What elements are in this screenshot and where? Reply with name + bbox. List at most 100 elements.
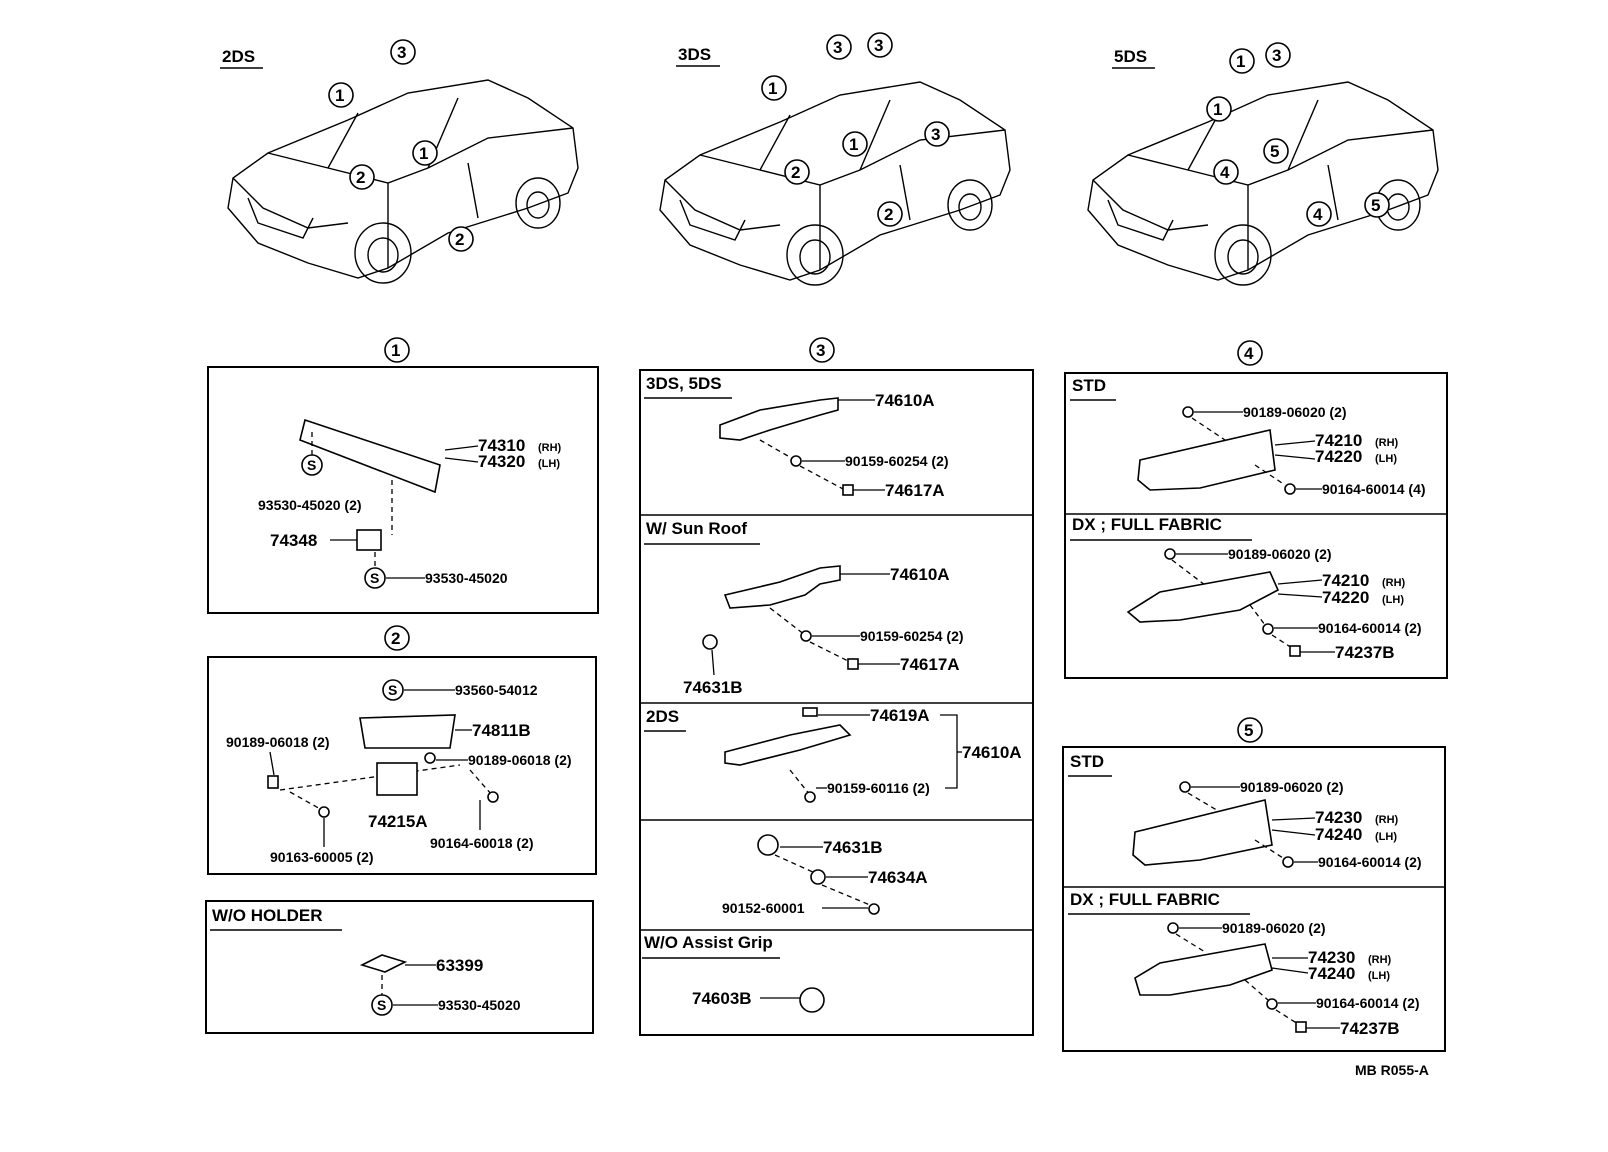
part-74220-a: 74220	[1315, 447, 1362, 466]
part-74230-b: 74230	[1308, 948, 1355, 967]
part-74237b-5: 74237B	[1340, 1019, 1400, 1038]
section-2-door-holder: 2 S 93560-54012 74811B 90189-06018 (2) 7…	[207, 625, 597, 875]
sun-visor-shape	[299, 418, 441, 494]
svg-text:5: 5	[1371, 196, 1380, 215]
svg-text:3: 3	[874, 36, 883, 55]
part-90189-06020-2-4b: 90189-06020 (2)	[1228, 546, 1332, 562]
footer-code: MB R055-A	[1355, 1062, 1429, 1078]
part-74603b: 74603B	[692, 989, 752, 1008]
svg-text:S: S	[377, 997, 386, 1013]
callout-5-5ds-a: 5	[1263, 138, 1289, 164]
section-wo-holder: W/O HOLDER 63399 S 93530-45020	[205, 900, 594, 1034]
header-2ds: 2DS	[646, 707, 679, 726]
part-74811b: 74811B	[472, 721, 531, 740]
svg-text:(RH): (RH)	[1375, 814, 1399, 826]
screw-shape	[487, 791, 499, 803]
section-3-callout: 3	[809, 337, 835, 363]
armrest-shape	[1134, 943, 1273, 996]
section-5-callout: 5	[1237, 717, 1263, 743]
header-dx-4: DX ; FULL FABRIC	[1072, 515, 1222, 534]
part-74631b-d: 74631B	[823, 838, 883, 857]
part-90189-06020-2-5b: 90189-06020 (2)	[1222, 920, 1326, 936]
part-90163-60005-2: 90163-60005 (2)	[270, 849, 374, 865]
callout-1-5ds-b: 1	[1206, 96, 1232, 122]
section-4-armrest-front: 4 STD 90189-06020 (2) 74210 (RH) 74220 (…	[1064, 340, 1448, 679]
svg-text:2: 2	[391, 629, 400, 648]
svg-text:(LH): (LH)	[1382, 594, 1404, 606]
part-90159-60254-2-b: 90159-60254 (2)	[860, 628, 964, 644]
svg-text:5: 5	[1270, 142, 1279, 161]
svg-text:1: 1	[391, 341, 400, 360]
suffix-lh: (LH)	[538, 458, 560, 470]
svg-text:2: 2	[455, 230, 464, 249]
part-63399: 63399	[436, 956, 483, 975]
part-74610a-c: 74610A	[962, 743, 1022, 762]
svg-text:3: 3	[833, 38, 842, 57]
callout-2-2ds-a: 2	[349, 164, 375, 190]
pocket-shape	[359, 714, 456, 749]
part-74220-b: 74220	[1322, 588, 1369, 607]
screw-shape	[318, 806, 330, 818]
part-74230-a: 74230	[1315, 808, 1362, 827]
part-90189-06018-2-left: 90189-06018 (2)	[226, 734, 330, 750]
part-90189-06020-2-4a: 90189-06020 (2)	[1243, 404, 1347, 420]
view-3ds-label: 3DS	[678, 45, 711, 64]
callout-3-3ds-a: 3	[826, 34, 852, 60]
part-93530-45020-2: 93530-45020 (2)	[258, 497, 362, 513]
callout-2-3ds-a: 2	[784, 159, 810, 185]
part-74215a: 74215A	[368, 812, 428, 831]
svg-text:S: S	[370, 570, 379, 586]
svg-text:(RH): (RH)	[1368, 954, 1392, 966]
plug-shape	[757, 834, 779, 856]
callout-1-5ds-a: 1	[1229, 48, 1255, 74]
part-90189-06020-2-5a: 90189-06020 (2)	[1240, 779, 1344, 795]
callout-3-2ds: 3	[390, 39, 416, 65]
callout-3-3ds-c: 3	[924, 121, 950, 147]
part-74634a: 74634A	[868, 868, 928, 887]
armrest-shape	[1137, 429, 1276, 491]
callout-4-5ds-a: 4	[1213, 159, 1239, 185]
part-74617a-a: 74617A	[885, 481, 945, 500]
svg-text:S: S	[307, 457, 316, 473]
part-74631b-b: 74631B	[683, 678, 743, 697]
svg-text:(LH): (LH)	[1368, 970, 1390, 982]
part-90164-60014-2-5a: 90164-60014 (2)	[1318, 854, 1422, 870]
part-90164-60018-2: 90164-60018 (2)	[430, 835, 534, 851]
callout-5-5ds-b: 5	[1364, 192, 1390, 218]
hook-shape	[702, 634, 718, 650]
view-3ds: 3DS 1 3 3 3 1 2 2	[659, 32, 1011, 286]
part-90164-60014-2-4: 90164-60014 (2)	[1318, 620, 1422, 636]
part-74237b-4: 74237B	[1335, 643, 1395, 662]
part-74610a-a: 74610A	[875, 391, 935, 410]
callout-3-3ds-b: 3	[867, 32, 893, 58]
section-4-callout: 4	[1237, 340, 1263, 366]
section-5-armrest-rear: 5 STD 90189-06020 (2) 74230 (RH) 74240 (…	[1062, 717, 1446, 1052]
svg-text:1: 1	[335, 86, 344, 105]
part-74348: 74348	[270, 531, 317, 550]
svg-text:4: 4	[1244, 344, 1254, 363]
callout-3-5ds: 3	[1265, 42, 1291, 68]
car-3ds	[659, 81, 1011, 286]
grip-shape	[723, 565, 841, 609]
part-93530-45020-wo: 93530-45020	[438, 997, 521, 1013]
header-std-4: STD	[1072, 376, 1106, 395]
svg-text:5: 5	[1244, 721, 1253, 740]
svg-text:2: 2	[884, 205, 893, 224]
grip-shape	[719, 397, 839, 441]
clip-shape	[359, 954, 408, 973]
armrest-shape	[1126, 571, 1280, 623]
svg-text:1: 1	[849, 135, 858, 154]
part-74610a-b: 74610A	[890, 565, 950, 584]
seal-mark-s: S	[301, 454, 323, 476]
part-74240-b: 74240	[1308, 964, 1355, 983]
part-90159-60254-2-a: 90159-60254 (2)	[845, 453, 949, 469]
header-std-5: STD	[1070, 752, 1104, 771]
cap-shape	[799, 987, 825, 1013]
svg-text:1: 1	[1213, 100, 1222, 119]
callout-1-2ds-b: 1	[412, 140, 438, 166]
seal-mark-s: S	[364, 567, 386, 589]
section-3-assist-grip: 3 3DS, 5DS 74610A 90159-60254 (2) 74617A…	[639, 337, 1034, 1036]
svg-text:3: 3	[1272, 46, 1281, 65]
callout-1-2ds-a: 1	[328, 82, 354, 108]
svg-text:2: 2	[791, 163, 800, 182]
